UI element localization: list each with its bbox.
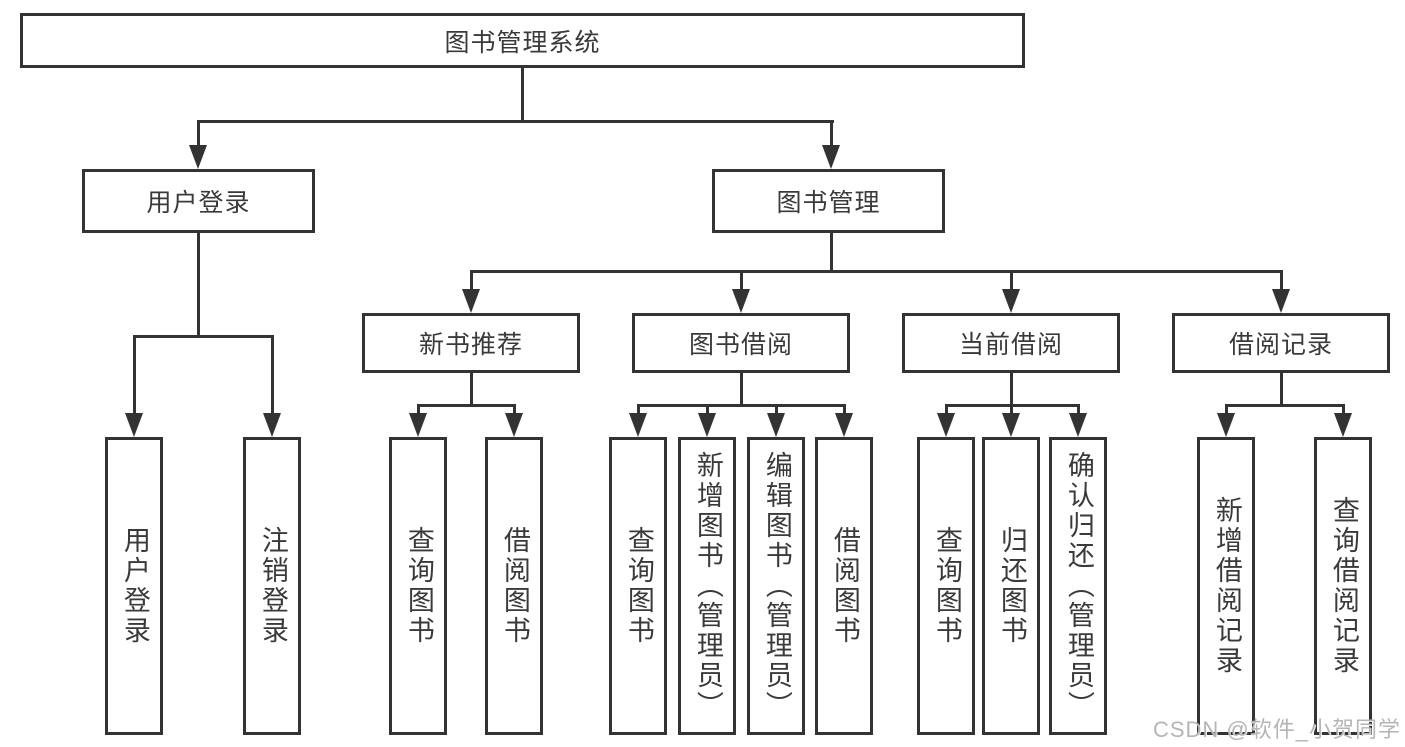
connector-current-stem: [1010, 373, 1013, 406]
connector-root-stem: [521, 68, 524, 122]
connector-root-hbar: [197, 120, 834, 123]
arrowhead-icon: [505, 413, 523, 437]
leaf-label: 查询借阅记录: [1328, 496, 1359, 676]
connector-drop: [1077, 404, 1080, 416]
leaf-label: 查询图书: [931, 526, 962, 646]
leaf-label: 查询图书: [403, 526, 434, 646]
connector-drop: [830, 120, 833, 148]
arrowhead-icon: [822, 145, 840, 169]
connector-drop: [706, 404, 709, 416]
connector-drop: [1010, 404, 1013, 416]
connector-records-stem: [1280, 373, 1283, 406]
node-current-borrowing: 当前借阅: [902, 313, 1120, 373]
arrowhead-icon: [462, 289, 480, 313]
connector-drop: [775, 404, 778, 416]
arrowhead-icon: [1069, 413, 1087, 437]
leaf-query-books-current: 查询图书: [917, 437, 975, 735]
connector-drop: [133, 335, 136, 417]
arrowhead-icon: [937, 413, 955, 437]
arrowhead-icon: [835, 413, 853, 437]
arrowhead-icon: [1002, 413, 1020, 437]
connector-drop: [1280, 270, 1283, 292]
connector-userlogin-stem: [197, 233, 200, 337]
arrowhead-icon: [189, 145, 207, 169]
connector-drop: [1342, 404, 1345, 416]
arrowhead-icon: [1272, 289, 1290, 313]
connector-borrowing-hbar: [637, 404, 846, 407]
leaf-label: 借阅图书: [499, 526, 530, 646]
connector-borrowing-stem: [740, 373, 743, 406]
node-new-book-recommend: 新书推荐: [362, 313, 580, 373]
leaf-label: 新增借阅记录: [1211, 496, 1242, 676]
connector-records-hbar: [1225, 404, 1345, 407]
leaf-label: 新增图书（管理员）: [692, 451, 723, 721]
node-borrowing-records: 借阅记录: [1172, 313, 1390, 373]
leaf-query-books-borrowing: 查询图书: [609, 437, 667, 735]
leaf-confirm-return-admin: 确认归还（管理员）: [1049, 437, 1107, 735]
arrowhead-icon: [1002, 289, 1020, 313]
connector-drop: [1010, 270, 1013, 292]
leaf-label: 用户登录: [119, 526, 150, 646]
leaf-return-books: 归还图书: [982, 437, 1040, 735]
leaf-add-books-admin: 新增图书（管理员）: [678, 437, 736, 735]
leaf-borrow-books-borrowing: 借阅图书: [815, 437, 873, 735]
leaf-edit-books-admin: 编辑图书（管理员）: [747, 437, 805, 735]
connector-drop: [470, 270, 473, 292]
leaf-add-borrow-record: 新增借阅记录: [1197, 437, 1255, 735]
node-book-borrowing: 图书借阅: [632, 313, 850, 373]
leaf-user-login: 用户登录: [105, 437, 163, 735]
connector-bookmgmt-hbar: [470, 270, 1283, 273]
arrowhead-icon: [732, 289, 750, 313]
leaf-label: 确认归还（管理员）: [1063, 451, 1094, 721]
connector-drop: [513, 404, 516, 416]
connector-drop: [417, 404, 420, 416]
connector-drop: [843, 404, 846, 416]
connector-drop: [740, 270, 743, 292]
connector-drop: [945, 404, 948, 416]
arrowhead-icon: [1334, 413, 1352, 437]
arrowhead-icon: [629, 413, 647, 437]
connector-recommend-hbar: [417, 404, 516, 407]
connector-userlogin-hbar: [133, 335, 274, 338]
arrowhead-icon: [767, 413, 785, 437]
arrowhead-icon: [409, 413, 427, 437]
arrowhead-icon: [263, 413, 281, 437]
leaf-label: 查询图书: [623, 526, 654, 646]
leaf-borrow-books-recommend: 借阅图书: [485, 437, 543, 735]
node-user-login: 用户登录: [82, 169, 315, 233]
leaf-query-books-recommend: 查询图书: [389, 437, 447, 735]
arrowhead-icon: [1217, 413, 1235, 437]
leaf-query-borrow-record: 查询借阅记录: [1314, 437, 1372, 735]
csdn-watermark: CSDN @软件_小贺同学: [1152, 717, 1401, 742]
node-library-system: 图书管理系统: [20, 13, 1025, 68]
connector-recommend-stem: [470, 373, 473, 406]
leaf-label: 借阅图书: [829, 526, 860, 646]
connector-drop: [637, 404, 640, 416]
connector-drop: [197, 120, 200, 148]
arrowhead-icon: [698, 413, 716, 437]
arrowhead-icon: [125, 413, 143, 437]
leaf-label: 注销登录: [257, 526, 288, 646]
connector-bookmgmt-stem: [830, 233, 833, 272]
connector-drop: [271, 335, 274, 417]
connector-drop: [1225, 404, 1228, 416]
leaf-label: 归还图书: [996, 526, 1027, 646]
leaf-logout-login: 注销登录: [243, 437, 301, 735]
node-book-management: 图书管理: [712, 169, 945, 233]
leaf-label: 编辑图书（管理员）: [761, 451, 792, 721]
